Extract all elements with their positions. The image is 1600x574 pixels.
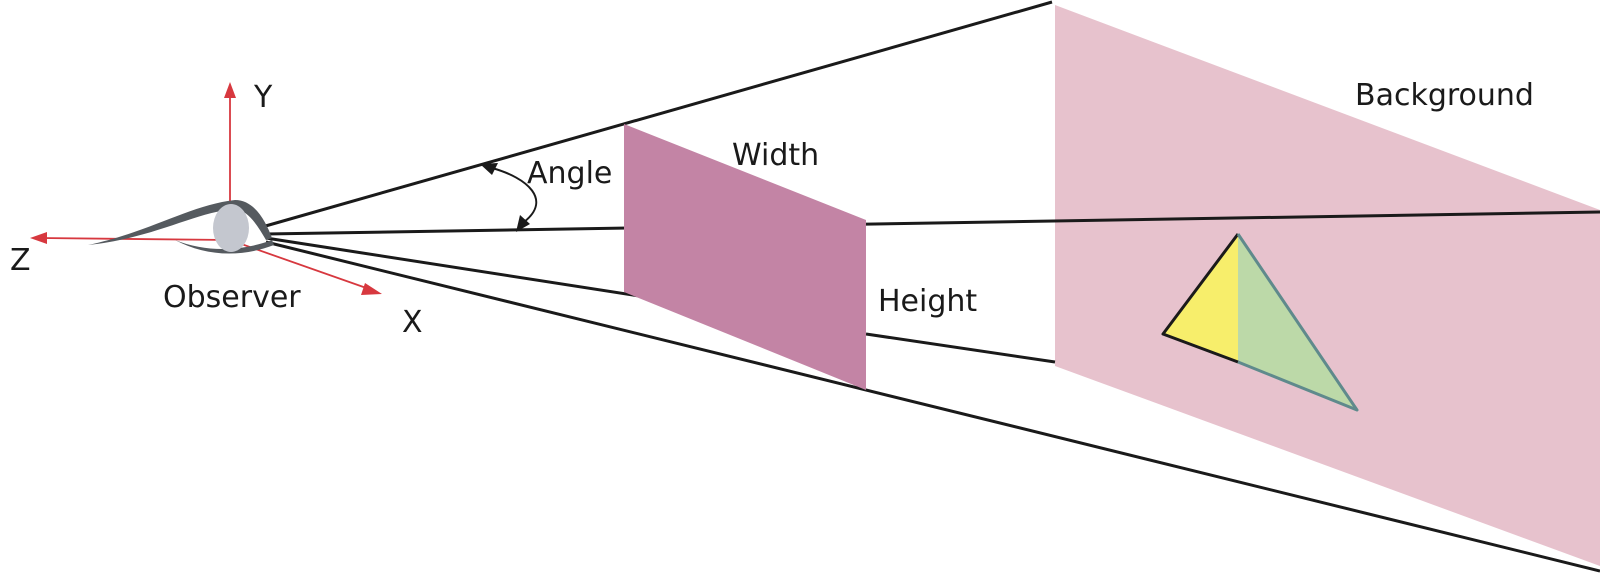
eye-upper-lid (88, 200, 272, 245)
angle-arrowhead-bottom (516, 215, 530, 232)
z-axis-arrowhead (30, 232, 47, 244)
angle-indicator (480, 163, 538, 232)
frustum-mid-edge-front (265, 236, 653, 300)
frustum-top-edge (261, 0, 1053, 229)
background-plane (1055, 5, 1600, 566)
coordinate-axes (39, 92, 373, 291)
x-axis-arrowhead (361, 283, 382, 295)
angle-arrowhead-top (480, 163, 498, 175)
y-axis-label: Y (253, 80, 273, 115)
frustum-mid-edge-back (865, 332, 1056, 364)
frustum-bottom-edge (265, 240, 1600, 573)
observer-eye-icon (88, 200, 274, 254)
frustum-lines (261, 0, 1600, 573)
triangle-right-edge (1236, 233, 1359, 412)
x-axis-label: X (402, 305, 423, 340)
eye-lower-lid (175, 240, 274, 254)
width-label: Width (732, 138, 819, 173)
z-axis-label: Z (10, 243, 31, 278)
observer-label: Observer (163, 280, 301, 315)
z-axis-line (39, 237, 231, 241)
angle-arc (491, 167, 538, 223)
background-label: Background (1355, 78, 1534, 113)
triangle-left-face (1163, 234, 1238, 362)
triangle-object (1161, 233, 1359, 412)
near-plane (624, 124, 866, 390)
angle-label: Angle (527, 156, 612, 191)
eye-ball (213, 204, 249, 252)
height-label: Height (878, 284, 977, 319)
frustum-center-line (265, 210, 1600, 236)
triangle-left-edge (1161, 233, 1240, 364)
y-axis-arrowhead (224, 82, 236, 98)
